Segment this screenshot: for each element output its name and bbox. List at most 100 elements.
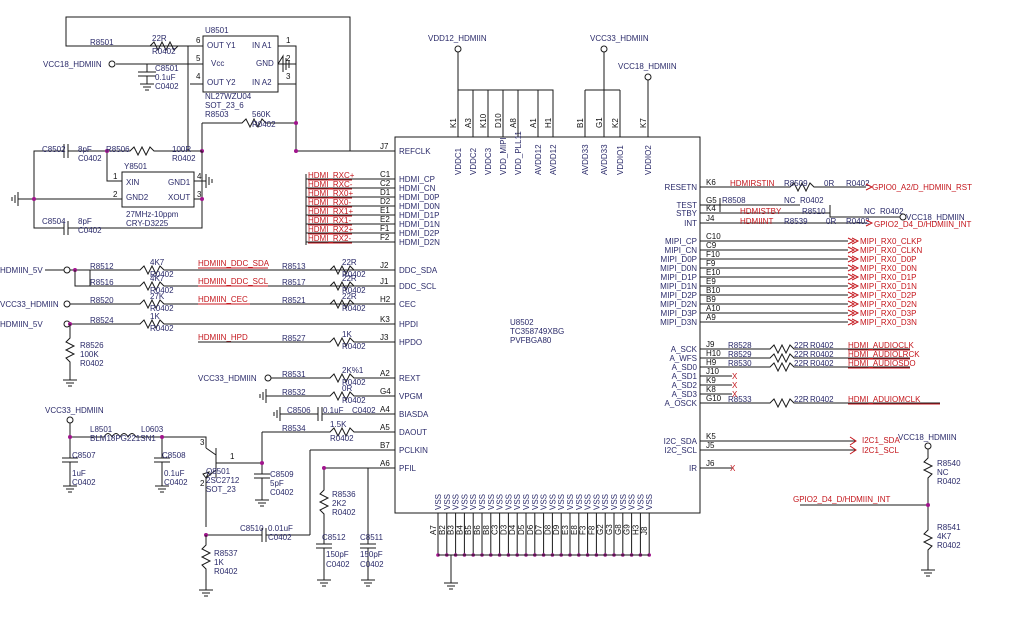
r8506-val: 100R [172,145,191,154]
r8533-pkg: R0402 [810,395,834,404]
r8534-val: 1.5K [330,420,347,429]
nc-j10: X [732,372,738,381]
c8501-pkg: C0402 [155,82,179,91]
u8502-right-ball-22: J5 [706,441,715,450]
u8502-right-ball-21: K5 [706,432,716,441]
u8502-vss-label-2: VSS [452,494,461,510]
ldo-q8501-section: VCC33_HDMIIN L8501 L0603 BLM18PG221SN1 C… [45,406,310,597]
u8502-right-pin-4: MIPI_CP [665,237,697,246]
u8502-left-ball-4: D2 [380,197,391,206]
u8502-left-ball-8: F2 [380,233,390,242]
hdmi-in-net-2: HDMI_RX0+ [308,189,353,198]
u8502-top-pin-1: VDDC2 [469,147,478,175]
u8502-vss-label-13: VSS [548,494,557,510]
mipi-net-0: MIPI_RX0_CLKP [860,237,922,246]
u8502-top-pin-0: VDDC1 [454,147,463,175]
u8502-right-ball-8: E10 [706,268,721,277]
c8510-pkg: C0402 [268,533,292,542]
u8502-right-pin-3: INT [684,219,697,228]
u8502-left-ball-18: B7 [380,441,390,450]
rail-vcc18-left: VCC18_HDMIIN [43,60,102,69]
u8502-vss-label-17: VSS [584,494,593,510]
u8502-right-ball-0: K6 [706,178,716,187]
u8502-vss-label-12: VSS [540,494,549,510]
net-audio-mclk: HDMI_ADUIOMCLK [848,395,921,404]
top-supply-rails: VDD12_HDMIIN VCC33_HDMIIN VCC18_HDMIIN [428,34,677,137]
r8506-pkg: R0402 [172,154,196,163]
u8502-vss-ball-12: D7 [535,524,544,535]
mipi-net-6: MIPI_RX0_D2P [860,291,916,300]
u8502-right-pin-22: I2C_SCL [665,446,698,455]
y8501-pin-gnd1: GND1 [168,178,191,187]
r8532-val: 0R [342,384,352,393]
c8511-val: 150pF [360,550,383,559]
u8502-right-pin-5: MIPI_CN [665,246,698,255]
y8501-pin-xout: XOUT [168,193,190,202]
mipi-net-3: MIPI_RX0_D0N [860,264,917,273]
u8502-left-pin-7: HDMI_D2P [399,229,439,238]
y8501-ref: Y8501 [124,162,148,171]
c8511-ref: C8511 [360,533,384,542]
u8502-right-ball-11: B9 [706,295,716,304]
u8502-right-pin-18: A_SD2 [672,381,698,390]
r8520-pkg: R0402 [150,304,174,313]
hdmi-in-net-3: HDMI_RX0- [308,198,351,207]
u8502-left-pin-15: VPGM [399,392,423,401]
u8501-pinnum-1: 1 [286,36,291,45]
mipi-net-4: MIPI_RX0_D1P [860,273,916,282]
c8506-pkg: C0402 [352,406,376,415]
mipi-net-9: MIPI_RX0_D3N [860,318,917,327]
u8502-top-ball-4: A8 [509,118,518,128]
c8504-pkg: C0402 [78,226,102,235]
r8531-pkg: R0402 [342,378,366,387]
u8502-right-ball-10: B10 [706,286,721,295]
u8502-left-ball-11: H2 [380,295,391,304]
u8502-top-pin-6: AVDD12 [549,144,558,175]
u8501-pin-vcc: Vcc [211,59,224,68]
r8531-val: 2K%1 [342,366,364,375]
r8524-val: 1K [150,312,160,321]
c8506-val: 0.1uF [323,406,344,415]
r8537-val: 1K [214,558,224,567]
net-ddc-scl: HDMIIN_DDC_SCL [198,277,269,286]
u8501-pinnum-4: 4 [196,72,201,81]
ddc-cec-hpd-section: HDMIIN_5V R8512 4K7 R0402 R8516 4K7 R040… [0,258,378,387]
net-stby: HDMISTBY [740,207,782,216]
u8502-top-ball-2: K10 [479,113,488,128]
c8507-val: 1uF [72,469,86,478]
u8502-left-ball-3: D1 [380,188,391,197]
net-int-out: GPIO2_D4_D/HDMIIN_INT [874,220,971,229]
r8517-val: 22R [342,274,357,283]
u8502-top-pin-10: VDDIO2 [644,145,653,175]
u8502-left-pin-9: DDC_SDA [399,266,438,275]
u8502-vss-label-6: VSS [487,494,496,510]
u8502-left-ball-7: F1 [380,224,390,233]
rail-vdd12: VDD12_HDMIIN [428,34,487,43]
r8541-ref: R8541 [937,523,961,532]
u8502-left-pin-13: HPDO [399,338,422,347]
c8510-ref: C8510 [240,524,264,533]
u8502-top-pin-2: VDDC3 [484,147,493,175]
u8502-vss-ball-10: D5 [517,524,526,535]
u8502-vss-ball-6: B8 [482,525,491,535]
r8501-val: 22R [152,34,167,43]
r8539-ref: R8539 [784,217,808,226]
u8501-pinnum-2: 2 [286,54,291,63]
r8533-ref: R8533 [728,395,752,404]
rail-vcc33-ldo: VCC33_HDMIIN [45,406,104,415]
u8502-vss-ball-19: G2 [596,524,605,535]
r8512-val: 4K7 [150,258,165,267]
u8502-right-ball-2: K4 [706,204,716,213]
hdmi-in-net-5: HDMI_RX1- [308,216,351,225]
r8528-pkg: R0402 [810,341,834,350]
u8502-vss-label-4: VSS [469,494,478,510]
c8507-pkg: C0402 [72,478,96,487]
r8527-ref: R8527 [282,334,306,343]
u8502-left-pin-19: PFIL [399,464,416,473]
u8502-right-pin-6: MIPI_D0P [661,255,697,264]
u8501-part: NL27WZU04 [205,92,252,101]
u8502-right-pin-19: A_SD3 [672,390,698,399]
r8530-pkg: R0402 [810,359,834,368]
u8502-vss-ball-15: E3 [561,525,570,535]
